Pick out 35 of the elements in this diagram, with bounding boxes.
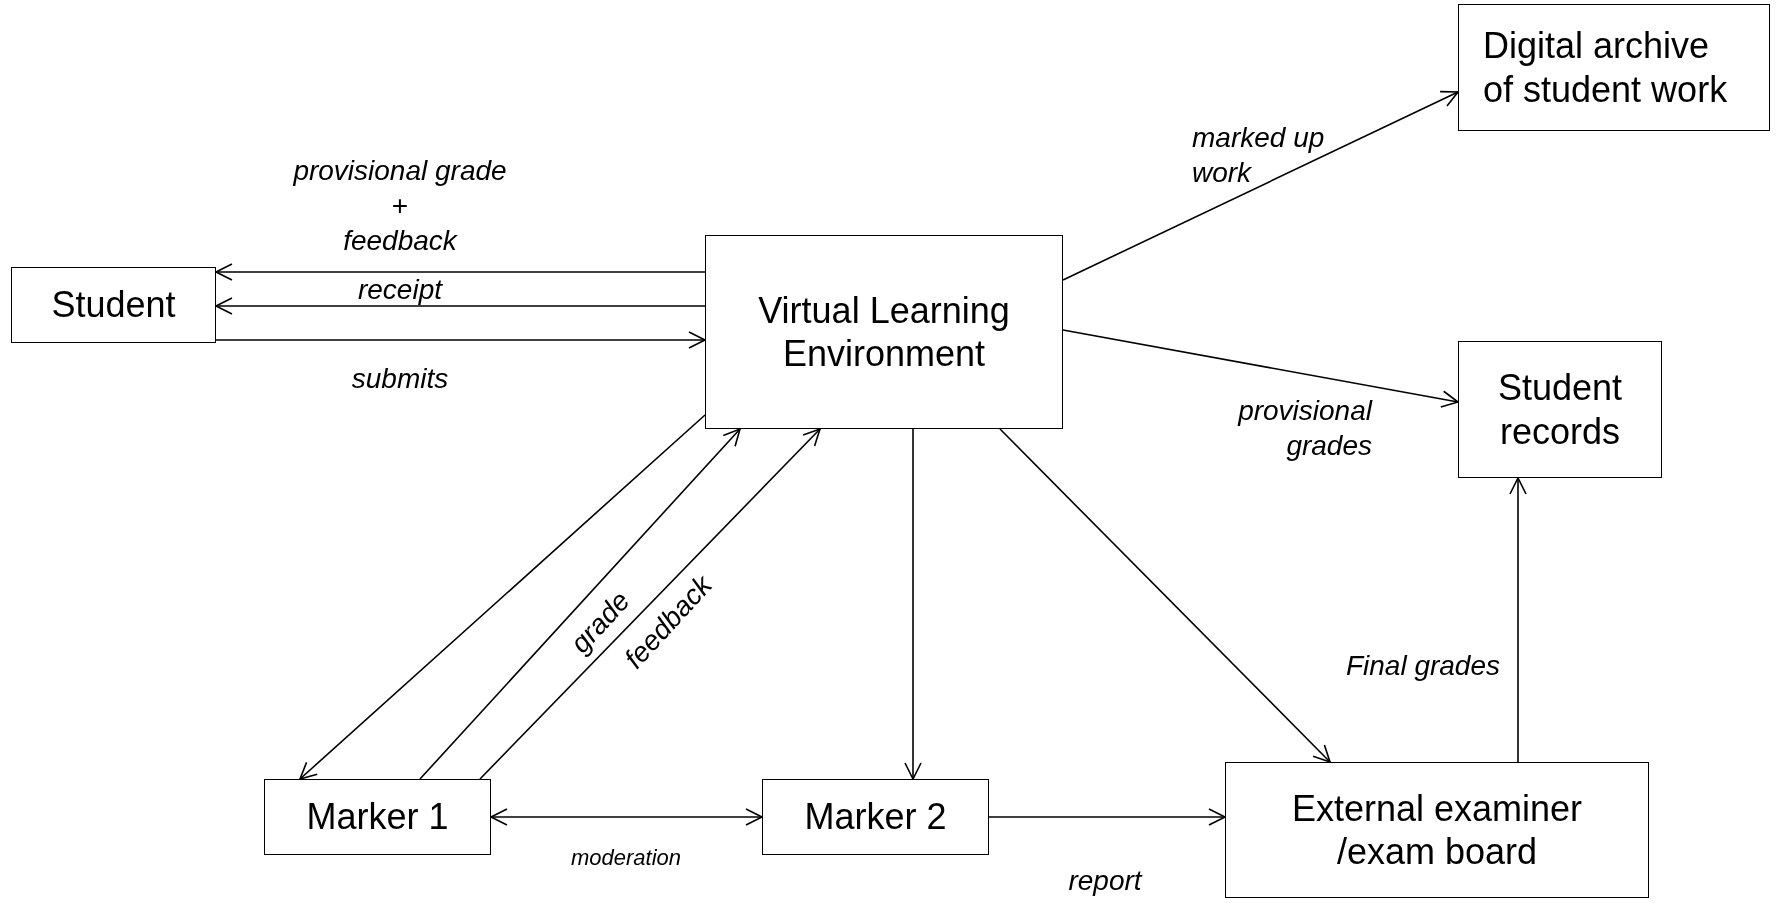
arrow — [299, 414, 706, 780]
process-box — [264, 779, 491, 855]
arrow — [988, 808, 1226, 826]
edge-label: marked up work — [1192, 121, 1326, 190]
node-label: External examiner /exam board — [1290, 786, 1584, 874]
arrow — [1509, 477, 1527, 763]
edge-label: Final grades — [1345, 648, 1500, 683]
edge-label: submits — [351, 361, 449, 396]
arrow — [479, 428, 821, 780]
process-box — [705, 235, 1063, 429]
edge-label: report — [1068, 863, 1142, 898]
node-label: Marker 1 — [306, 795, 449, 839]
node-label: Marker 2 — [804, 795, 947, 839]
arrow — [999, 428, 1331, 763]
node-label: Digital archive of student work — [1483, 24, 1729, 111]
node-label: Virtual Learning Environment — [757, 288, 1011, 376]
edge-label: receipt — [358, 272, 442, 307]
edge-label: provisional grade + feedback — [293, 153, 507, 258]
node-label: Student — [51, 283, 176, 327]
arrow — [1062, 90, 1459, 281]
edge-label: moderation — [570, 844, 682, 872]
edge-label: provisional grades — [1236, 394, 1372, 463]
arrow — [904, 428, 922, 780]
arrow — [215, 263, 706, 281]
process-box — [1458, 341, 1662, 478]
process-box — [1458, 4, 1770, 131]
arrow — [215, 297, 706, 315]
arrow — [419, 428, 741, 780]
process-box — [11, 267, 216, 343]
node-label: Student records — [1496, 366, 1624, 453]
arrow — [1062, 329, 1459, 408]
process-box — [762, 779, 989, 855]
process-box — [1225, 762, 1649, 898]
arrow — [215, 331, 706, 349]
arrow — [490, 808, 763, 826]
